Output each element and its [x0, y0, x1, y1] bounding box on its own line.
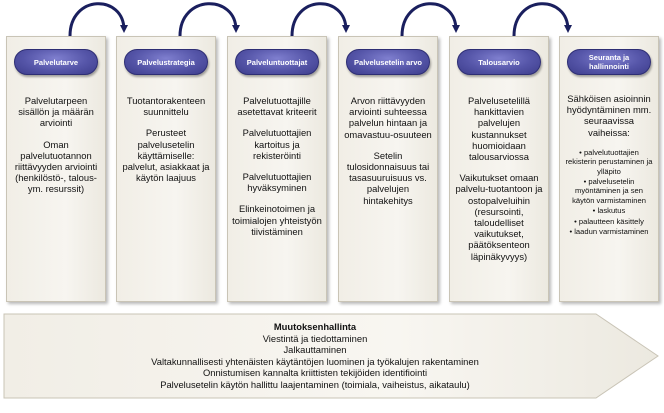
column-text: Palvelusetelillä hankittavien palvelujen… [454, 95, 544, 272]
column-paragraph: Palvelusetelillä hankittavien palvelujen… [467, 95, 530, 163]
connector-arrow-3 [290, 2, 350, 37]
banner-title: Muutoksenhallinta [273, 321, 357, 332]
column-text: Sähköisen asioinnin hyödyntäminen mm. se… [564, 93, 654, 237]
column-paragraph: Vaikutukset omaan palvelu-tuotantoon ja … [455, 172, 543, 262]
column-palvelustrategia: Palvelustrategia Tuotantorakenteen suunn… [116, 36, 216, 302]
column-seuranta-ja-hallinnointi: Seuranta ja hallinnointi Sähköisen asioi… [559, 36, 659, 302]
column-paragraph: Oman palvelutuotannon riittävyyden arvio… [14, 138, 98, 195]
stage-pill-seuranta-ja-hallinnointi: Seuranta ja hallinnointi [567, 49, 651, 75]
column-paragraph: Palvelutuottajille asetettavat kriteerit [237, 95, 317, 118]
column-paragraph: Sähköisen asioinnin hyödyntäminen mm. se… [566, 93, 652, 138]
column-paragraph: Setelin tulosidonnaisuus tai tasasuuruis… [346, 149, 430, 206]
change-management-arrow [3, 313, 659, 399]
connector-arrow-5 [512, 2, 572, 37]
connector-arrow-2 [178, 2, 240, 37]
banner-line: Onnistumisen kannalta kriittisten tekijö… [202, 367, 428, 379]
banner-line: Valtakunnallisesti yhtenäisten käytäntöj… [151, 355, 479, 367]
banner-line: Viestintä ja tiedottaminen [262, 332, 368, 344]
column-paragraph: Arvon riittävyyden arviointi suhteessa p… [344, 95, 432, 140]
list-item: • palautteen käsittely [574, 216, 644, 226]
list-item: • palvelusetelin myöntäminen ja sen käyt… [572, 177, 646, 205]
column-palvelutarve: Palvelutarve Palvelutarpeen sisällön ja … [6, 36, 106, 302]
bullet-list: • palvelutuottajien rekisterin perustami… [564, 148, 654, 237]
list-item: • laskutus [592, 206, 626, 216]
column-paragraph: Palvelutarpeen sisällön ja määrän arvioi… [18, 95, 94, 129]
list-item: • laadun varmistaminen [569, 227, 649, 237]
column-palveluntuottajat: Palveluntuottajat Palvelutuottajille ase… [227, 36, 327, 302]
column-paragraph: Tuotantorakenteen suunnittelu [126, 95, 206, 118]
stage-pill-palveluntuottajat: Palveluntuottajat [235, 49, 319, 75]
list-item: • palvelutuottajien rekisterin perustami… [565, 147, 653, 176]
banner-line: Jalkauttaminen [283, 344, 347, 356]
stage-pill-palvelutarve: Palvelutarve [14, 49, 98, 75]
column-paragraph: Elinkeinotoimen ja toimialojen yhteistyö… [232, 203, 322, 237]
column-paragraph: Perusteet palvelusetelin käyttämiselle: … [122, 127, 210, 184]
column-text: Arvon riittävyyden arviointi suhteessa p… [343, 95, 433, 216]
column-paragraph: Palvelutuottajien hyväksyminen [242, 171, 312, 194]
stage-pill-palvelusetelin-arvo: Palvelusetelin arvo [346, 49, 430, 75]
banner-line: Palvelusetelin käytön hallittu laajentam… [160, 378, 470, 390]
connector-arrow-1 [68, 2, 128, 37]
stage-pill-palvelustrategia: Palvelustrategia [124, 49, 208, 75]
column-palvelusetelin-arvo: Palvelusetelin arvo Arvon riittävyyden a… [338, 36, 438, 302]
column-paragraph: Palvelutuottajien kartoitus ja rekisterö… [242, 127, 312, 161]
column-text: Palvelutarpeen sisällön ja määrän arvioi… [11, 95, 101, 205]
change-management-text: Muutoksenhallinta Viestintä ja tiedottam… [60, 321, 570, 391]
stage-pill-talousarvio: Talousarvio [457, 49, 541, 75]
connector-arrow-4 [400, 2, 460, 37]
column-text: Palvelutuottajille asetettavat kriteerit… [232, 95, 322, 247]
column-talousarvio: Talousarvio Palvelusetelillä hankittavie… [449, 36, 549, 302]
column-text: Tuotantorakenteen suunnittelu Perusteet … [121, 95, 211, 193]
